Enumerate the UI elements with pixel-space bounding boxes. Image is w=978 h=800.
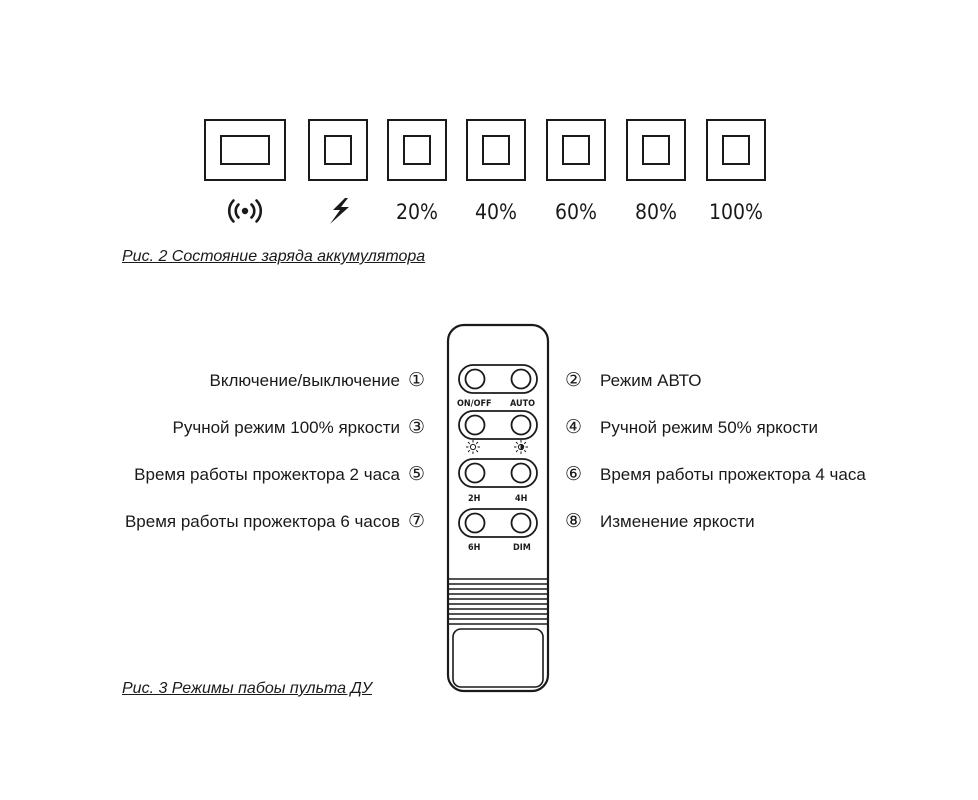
auto-button[interactable] — [510, 368, 532, 390]
on-off-button[interactable] — [464, 368, 486, 390]
function-label-8: Изменение яркости — [600, 512, 755, 531]
indicator-lamp — [324, 135, 352, 165]
function-number-2: ② — [565, 370, 583, 391]
remote-drawing: ON/OFF AUTO — [446, 323, 550, 693]
indicator-lamp — [562, 135, 590, 165]
button-pair-timer-2-4 — [458, 458, 538, 488]
function-number-1: ① — [408, 370, 426, 391]
on-off-button-label: ON/OFF — [457, 399, 492, 409]
function-label-4: Ручной режим 50% яркости — [600, 418, 819, 437]
sun-half-icon — [514, 440, 528, 454]
function-label-6: Время работы прожектора 4 часа — [600, 465, 866, 484]
indicator-lamp — [722, 135, 750, 165]
figure-2-caption: Рис. 2 Состояние заряда аккумулятора — [122, 248, 426, 265]
function-label-2: Режим АВТО — [600, 371, 702, 390]
brightness-100-button[interactable] — [464, 414, 486, 436]
function-number-8: ⑧ — [565, 511, 583, 532]
function-label-3: Ручной режим 100% яркости — [172, 418, 400, 437]
charge-label-100: 100% — [708, 200, 764, 224]
indicator-lamp — [403, 135, 431, 165]
function-label-1: Включение/выключение — [209, 371, 400, 390]
indicator-lamp — [642, 135, 670, 165]
dim-button[interactable] — [510, 512, 532, 534]
function-number-3: ③ — [408, 417, 426, 438]
sun-full-icon — [466, 440, 480, 454]
button-pair-timer-6-dim — [458, 508, 538, 538]
indicator-lamp — [482, 135, 510, 165]
timer-6h-button[interactable] — [464, 512, 486, 534]
dim-button-label: DIM — [513, 543, 531, 553]
lightning-icon — [318, 196, 358, 226]
signal-icon — [225, 196, 265, 226]
button-pair-brightness — [458, 410, 538, 440]
function-label-5: Время работы прожектора 2 часа — [134, 465, 400, 484]
timer-6h-label: 6H — [468, 543, 481, 553]
charge-label-20: 20% — [396, 200, 438, 224]
function-number-5: ⑤ — [408, 464, 426, 485]
function-number-6: ⑥ — [565, 464, 583, 485]
indicator-box-signal — [204, 119, 286, 181]
auto-button-label: AUTO — [510, 399, 535, 409]
indicator-box-40 — [466, 119, 526, 181]
function-number-4: ④ — [565, 417, 583, 438]
indicator-box-60 — [546, 119, 606, 181]
timer-4h-label: 4H — [515, 494, 528, 504]
indicator-lamp — [220, 135, 270, 165]
timer-4h-button[interactable] — [510, 462, 532, 484]
indicator-box-80 — [626, 119, 686, 181]
button-pair-on-off-auto — [458, 364, 538, 394]
indicator-box-charging — [308, 119, 368, 181]
remote-control: ON/OFF AUTO — [446, 323, 550, 693]
charge-label-60: 60% — [555, 200, 597, 224]
figure-3-caption: Рис. 3 Режимы пабоы пульта ДУ — [122, 680, 372, 697]
indicator-box-20 — [387, 119, 447, 181]
indicator-box-100 — [706, 119, 766, 181]
timer-2h-button[interactable] — [464, 462, 486, 484]
function-label-7: Время работы прожектора 6 часов — [124, 512, 400, 531]
brightness-50-button[interactable] — [510, 414, 532, 436]
charge-label-40: 40% — [475, 200, 517, 224]
charge-label-80: 80% — [635, 200, 677, 224]
function-number-7: ⑦ — [408, 511, 426, 532]
timer-2h-label: 2H — [468, 494, 481, 504]
